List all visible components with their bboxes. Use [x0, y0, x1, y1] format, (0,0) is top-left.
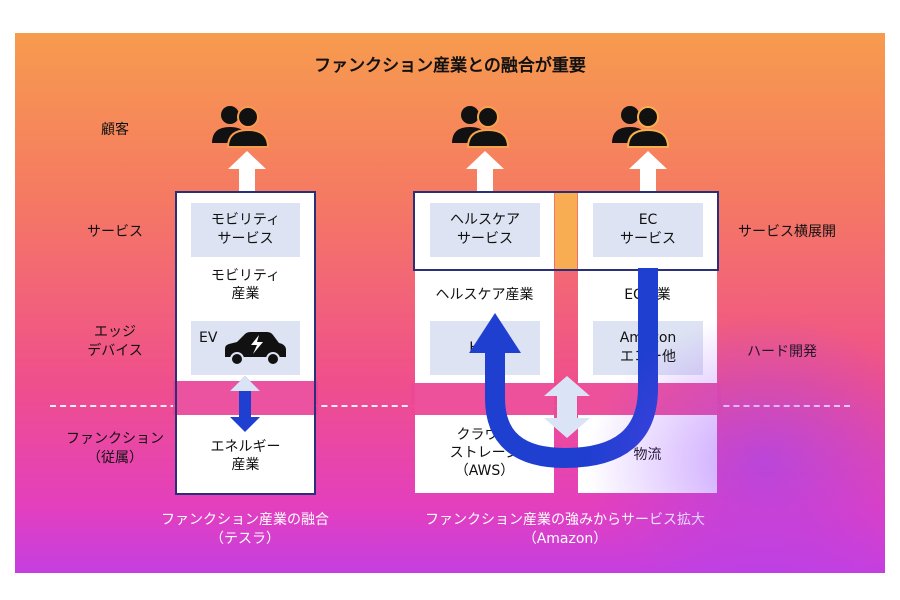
row-label-edge-line2: デバイス — [87, 342, 143, 359]
health-service-line1: ヘルスケア — [450, 212, 520, 229]
diagram-title: ファンクション産業との融合が重要 — [314, 56, 586, 76]
tesla-service-line2: サービス — [217, 231, 274, 247]
amazon-echo-device: Amazon エコー他 — [593, 321, 703, 375]
customer-icon-ec — [612, 106, 670, 148]
ec-service-line1: EC — [638, 212, 658, 229]
health-up-arrow — [466, 151, 504, 191]
tesla-service-line1: モビリティ — [210, 212, 281, 229]
tesla-ev-label: EV — [199, 330, 218, 346]
logistics: 物流 — [633, 447, 662, 463]
customer-icon-health — [452, 106, 510, 148]
row-label-service: サービス — [87, 224, 143, 240]
healthcare-service: ヘルスケア サービス — [430, 203, 540, 257]
tesla-frame-right-seg — [314, 381, 316, 415]
tesla-energy-line2: 産業 — [231, 457, 260, 474]
diagram-canvas: ファンクション産業との融合が重要 顧客 サービス エッジ デバイス ファンクショ… — [15, 33, 885, 573]
car-icon — [225, 332, 286, 366]
tesla-up-arrow — [228, 151, 266, 191]
customer-icon-tesla — [212, 106, 270, 148]
label-hardware-dev: ハード開発 — [747, 344, 817, 360]
caption-tesla-line1: ファンクション産業の融合 — [161, 512, 329, 528]
ec-up-arrow — [629, 151, 667, 191]
caption-tesla: ファンクション産業の融合 （テスラ） — [135, 511, 355, 549]
tesla-frame-left-seg — [175, 381, 177, 415]
caption-amazon-line1: ファンクション産業の強みからサービス拡大 — [425, 512, 705, 528]
row-label-edge-device: エッジ デバイス — [70, 323, 160, 361]
ec-service-line2: サービス — [620, 231, 676, 247]
tesla-mobility-industry: モビリティ 産業 — [177, 267, 314, 303]
row-label-edge-line1: エッジ — [94, 324, 136, 340]
label-service-expansion: サービス横展開 — [738, 224, 836, 240]
tesla-mobility-service: モビリティ サービス — [191, 203, 300, 257]
caption-amazon: ファンクション産業の強みからサービス拡大 （Amazon） — [375, 511, 755, 549]
echo-line2: エコー他 — [620, 349, 676, 365]
tesla-energy-industry: エネルギー 産業 — [177, 438, 314, 474]
tesla-industry-line2: 産業 — [231, 286, 260, 303]
amazon-service-gap — [555, 193, 577, 269]
echo-line1: Amazon — [619, 330, 677, 347]
tesla-bidirectional-arrow — [230, 376, 260, 432]
row-label-function: ファンクション （従属） — [50, 430, 180, 468]
ec-service: EC サービス — [593, 203, 703, 257]
amazon-bidirectional-arrow — [544, 376, 590, 438]
row-label-function-line1: ファンクション — [66, 431, 164, 447]
tesla-frame — [175, 191, 316, 495]
service-expansion-u-arrow — [469, 268, 658, 469]
cloud-line2: ストレージ — [449, 445, 520, 462]
amazon-service-frame-bottom — [413, 269, 719, 271]
row-label-customer: 顧客 — [101, 122, 129, 138]
healthcare-industry: ヘルスケア産業 — [435, 287, 534, 303]
cloud-line3: （AWS） — [454, 463, 515, 480]
tesla-energy-line1: エネルギー — [210, 439, 281, 455]
caption-amazon-line2: （Amazon） — [522, 530, 608, 547]
caption-tesla-line2: （テスラ） — [210, 530, 280, 547]
row-label-function-line2: （従属） — [87, 449, 143, 466]
tesla-industry-line1: モビリティ — [210, 268, 281, 284]
health-service-line2: サービス — [457, 231, 513, 247]
